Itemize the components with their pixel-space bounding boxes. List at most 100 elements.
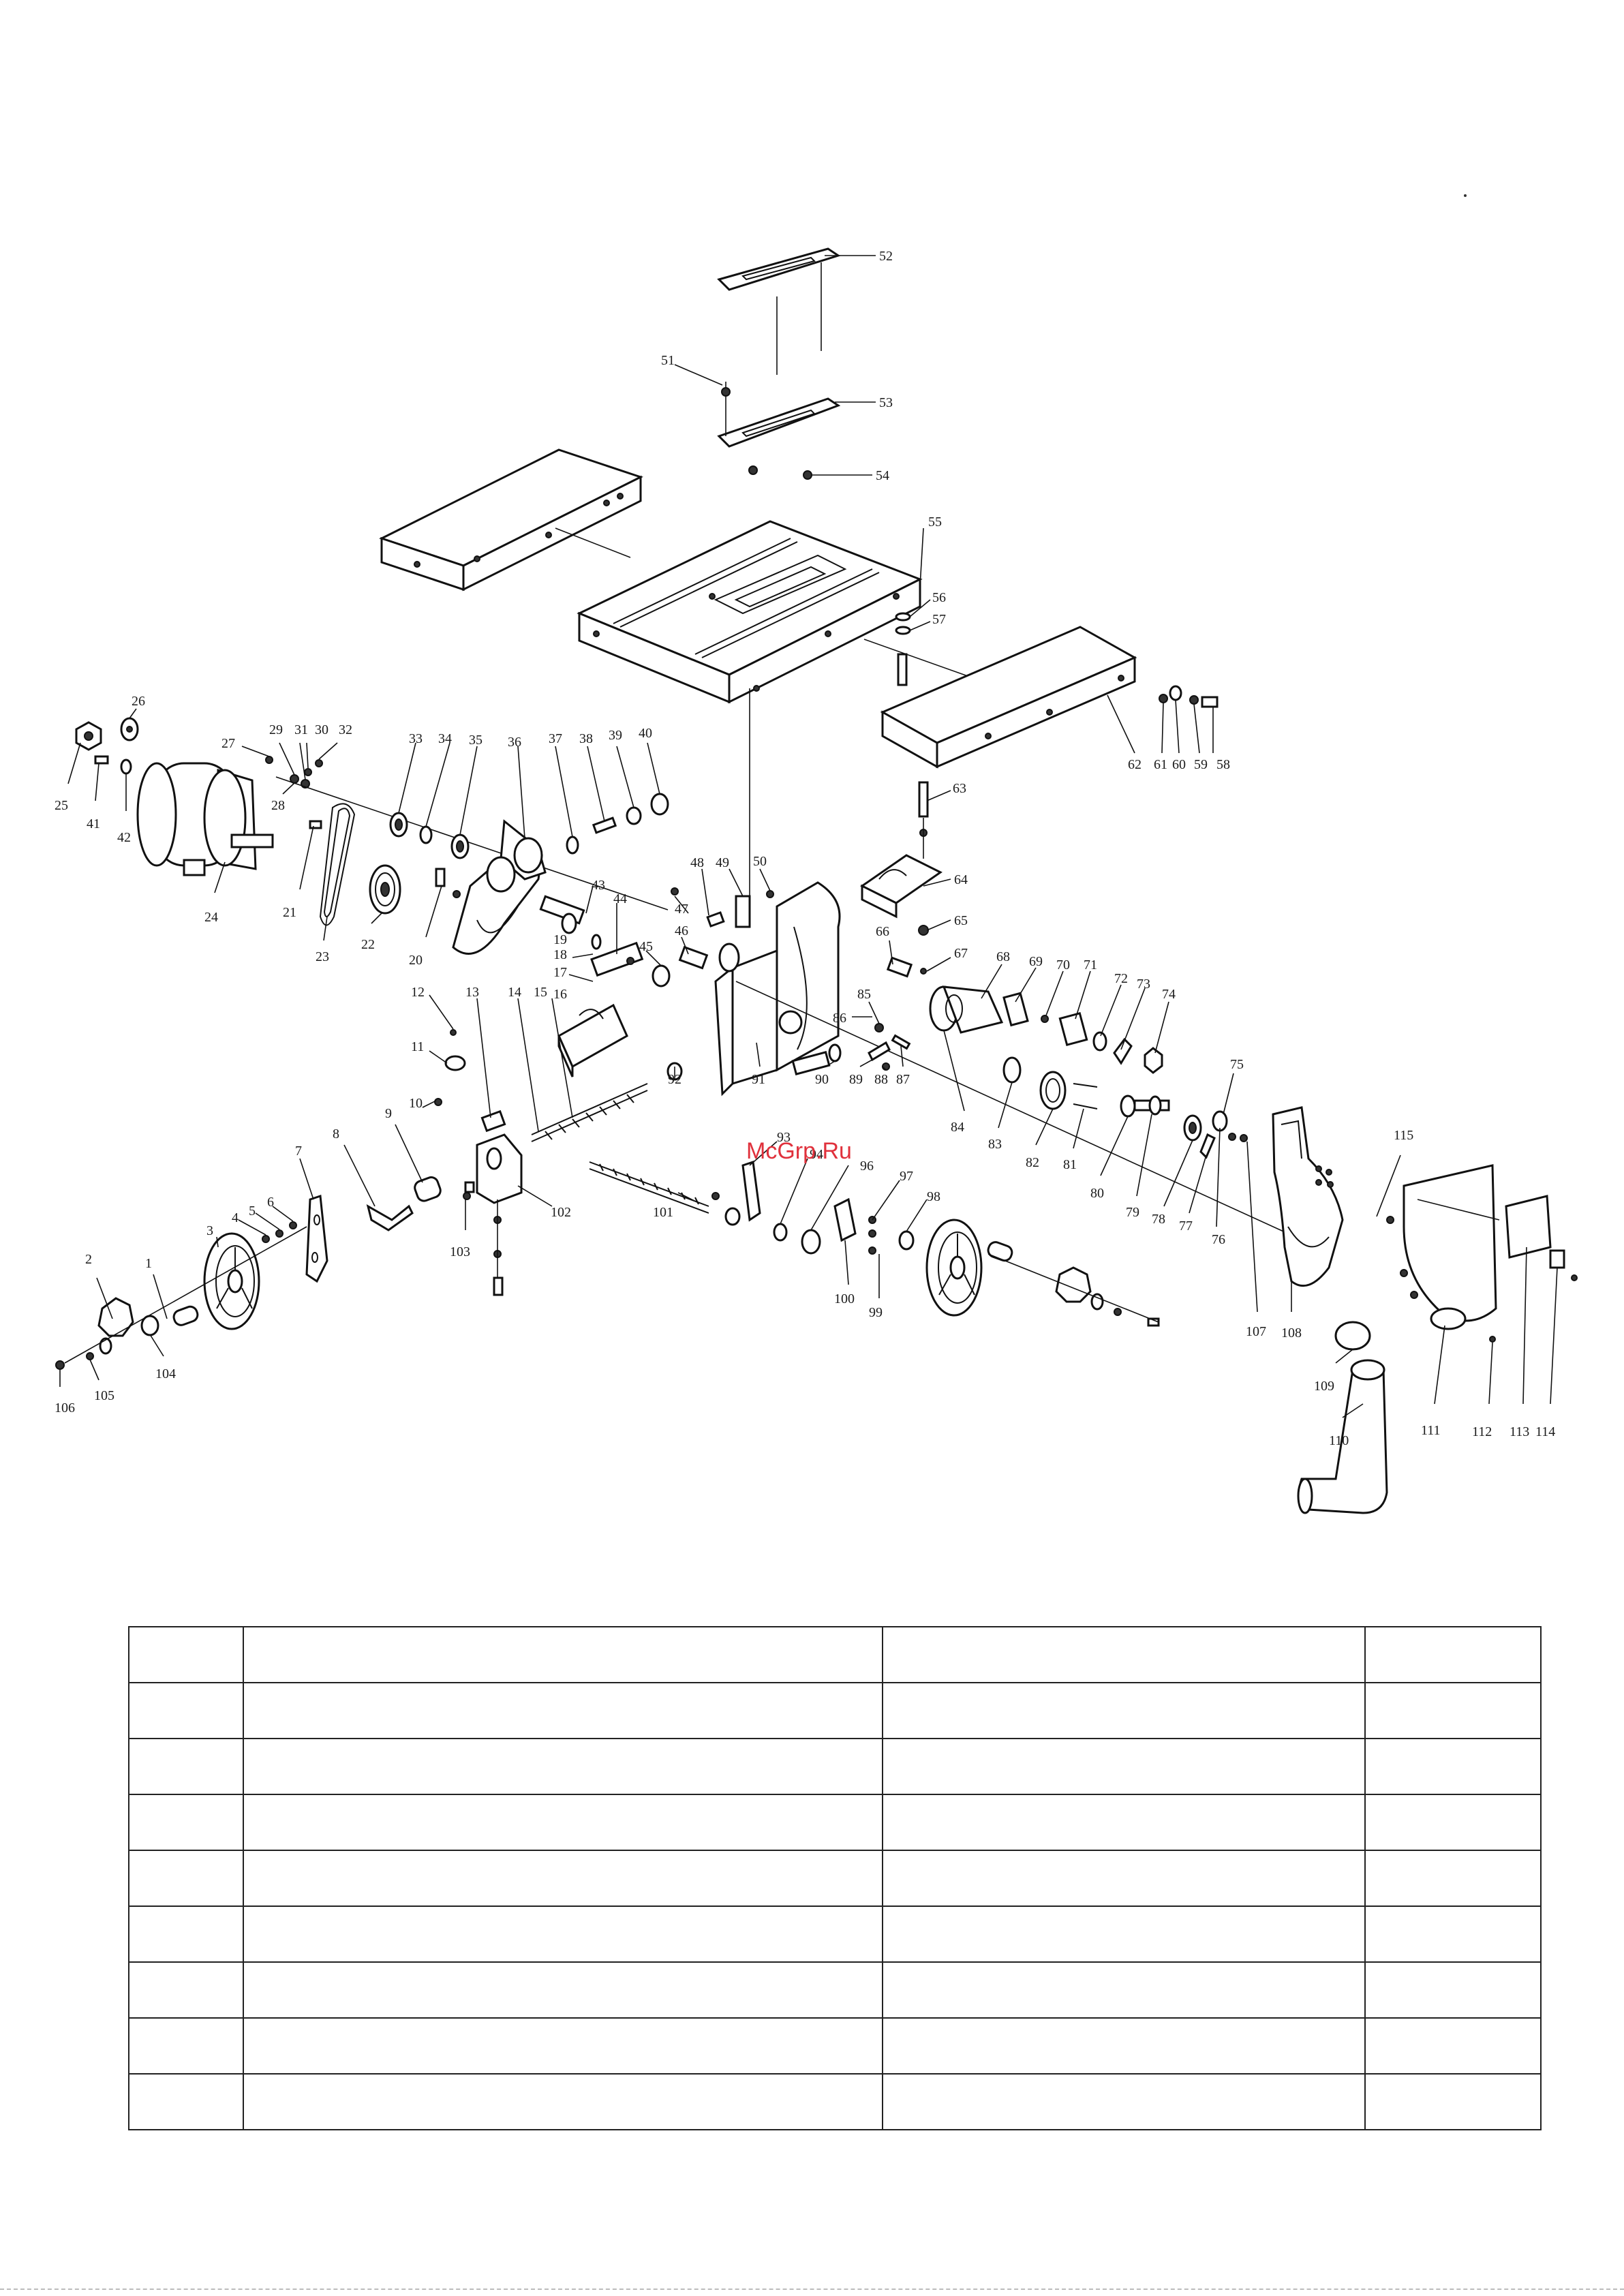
callout-46: 46 [675,923,688,938]
callout-21: 21 [283,905,296,920]
callout-115: 115 [1394,1128,1413,1143]
callout-100: 100 [834,1291,855,1306]
callout-7: 7 [295,1144,302,1159]
callout-45: 45 [639,939,653,954]
table-row [128,2073,1542,2130]
table-cell [128,1794,244,1851]
table-cell [1364,1738,1542,1795]
callout-113: 113 [1510,1424,1529,1439]
callout-38: 38 [579,731,593,746]
callout-43: 43 [592,878,605,893]
callout-102: 102 [551,1205,571,1220]
callout-66: 66 [876,924,889,939]
right-extension-table-62 [880,626,1137,769]
callout-65: 65 [954,913,968,928]
callout-36: 36 [508,735,521,750]
callout-11: 11 [411,1039,424,1054]
table-cell [243,2017,883,2075]
table-cell [243,2073,883,2130]
table-cell [1364,1905,1542,1963]
callout-62: 62 [1128,757,1142,772]
callout-50: 50 [753,854,767,869]
callout-42: 42 [117,830,131,845]
callout-78: 78 [1152,1212,1165,1227]
table-cell [882,1905,1366,1963]
handwheel-3 [203,1232,260,1330]
callout-5: 5 [249,1204,256,1219]
callout-18: 18 [553,947,567,962]
callout-114: 114 [1535,1424,1555,1439]
callout-17: 17 [553,965,567,980]
callout-81: 81 [1063,1157,1077,1172]
table-row [128,1961,1542,2019]
callout-49: 49 [716,855,729,870]
table-cell [1364,2017,1542,2075]
speck [1464,194,1467,197]
callout-15: 15 [534,985,547,1000]
callout-91: 91 [752,1072,765,1087]
callout-67: 67 [954,946,968,961]
table-row [128,1682,1542,1739]
callout-8: 8 [333,1127,339,1142]
callout-53: 53 [879,395,893,410]
table-cell [1364,1961,1542,2019]
callout-110: 110 [1329,1433,1349,1448]
exploded-parts-diagram: 52 51 53 54 55 56 57 58 59 60 61 62 63 6… [55,194,1578,1514]
callout-58: 58 [1216,757,1230,772]
callout-59: 59 [1194,757,1208,772]
callout-61: 61 [1154,757,1167,772]
dust-hose-110 [1297,1359,1388,1514]
callout-107: 107 [1246,1324,1266,1339]
table-cell [243,1682,883,1739]
page-bottom-edge [0,2289,1624,2290]
table-row [128,1850,1542,1907]
motor-24 [136,762,274,876]
callout-94: 94 [810,1147,823,1162]
callout-32: 32 [339,722,352,737]
insert-plate-52 [717,247,841,291]
callout-57: 57 [932,612,946,627]
callout-68: 68 [996,949,1010,964]
callout-85: 85 [857,987,871,1002]
callout-44: 44 [613,891,627,906]
table-cell [882,1850,1366,1907]
table-cell [128,1905,244,1963]
drive-belt-23 [319,803,356,926]
table-cell [128,1682,244,1739]
gear-housing-68 [929,985,1004,1034]
callout-89: 89 [849,1072,863,1087]
table-row [128,1794,1542,1851]
callout-109: 109 [1314,1379,1334,1394]
callout-4: 4 [232,1210,239,1225]
parts-table-body [128,1626,1542,2130]
callout-35: 35 [469,733,482,748]
lead-screw-101 [589,1161,709,1214]
rear-trunnion-16 [557,1003,628,1077]
height-bracket-102 [476,1133,523,1204]
callout-55: 55 [928,515,942,530]
callout-86: 86 [833,1011,846,1026]
callout-52: 52 [879,249,893,264]
callout-60: 60 [1172,757,1186,772]
callout-105: 105 [94,1388,114,1403]
callout-6: 6 [267,1195,274,1210]
table-cell [882,1794,1366,1851]
table-cell [1364,1682,1542,1739]
pulley-22 [369,864,401,915]
front-trunnion-64 [860,854,943,936]
table-cell [128,2017,244,2075]
callout-23: 23 [316,949,329,964]
table-cell [1364,1626,1542,1683]
callout-31: 31 [294,722,308,737]
table-cell [1364,1850,1542,1907]
callout-96: 96 [860,1159,874,1174]
callout-37: 37 [549,731,562,746]
watermark: McGrp.Ru [746,1138,852,1164]
callout-71: 71 [1084,958,1097,973]
table-cell [882,1961,1366,2019]
callout-93: 93 [777,1130,791,1145]
callout-labels: 52 51 53 54 55 56 57 58 59 60 61 62 63 6… [55,249,1558,1448]
table-cell [1364,2073,1542,2130]
callout-30: 30 [315,722,328,737]
callout-20: 20 [409,953,423,968]
